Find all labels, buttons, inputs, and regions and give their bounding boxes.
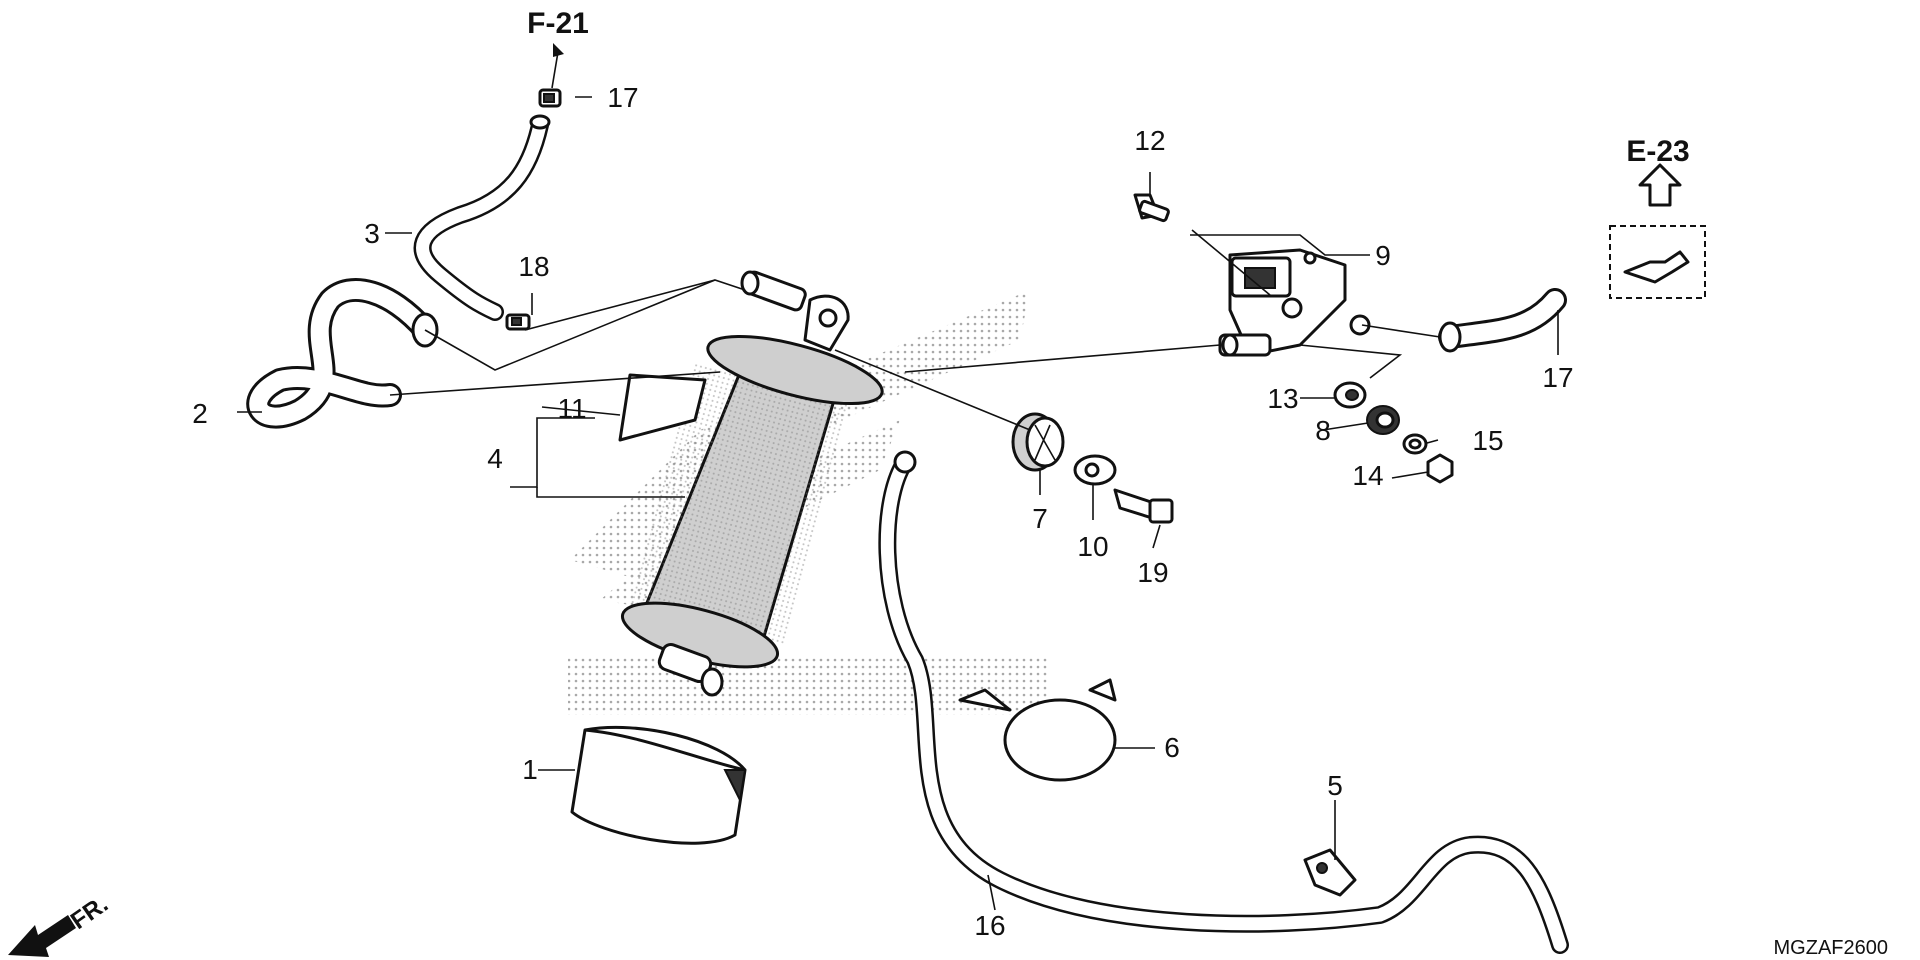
callout-9: 9 [1375,240,1391,271]
callout-labels: 2 3 17 18 4 11 1 5 6 7 10 19 9 12 13 8 1… [192,82,1573,941]
callout-16: 16 [974,910,1005,941]
part-2-hose [246,278,439,429]
part-10-collar [1073,454,1117,486]
callout-1: 1 [522,754,538,785]
callout-11: 11 [557,393,586,424]
part-16-hose [878,450,1569,954]
callout-19: 19 [1137,557,1168,588]
callout-6: 6 [1164,732,1180,763]
reference-f21: F-21 [527,7,589,40]
part-8-grommet [1366,405,1400,435]
front-arrow-icon [8,915,76,957]
part-17-hose [1438,288,1567,353]
callout-4: 4 [487,443,503,474]
callout-8: 8 [1315,415,1331,446]
part-6-clamp [958,678,1117,782]
callout-7: 7 [1032,503,1048,534]
callout-18-top: 17 [607,82,638,113]
leader-lines [237,96,1559,911]
arrow-f21 [551,43,564,89]
part-9-purge-valve [1218,248,1371,357]
callout-2: 2 [192,398,208,429]
callout-10: 10 [1077,531,1108,562]
part-5-clip [1303,848,1357,897]
callout-15: 15 [1472,425,1503,456]
diagram-code: MGZAF2600 [1774,937,1888,959]
callout-12: 12 [1134,125,1165,156]
part-3-hose [413,114,551,321]
part-7-grommet [1011,412,1065,472]
fitting-e23 [1609,163,1706,299]
callout-3: 3 [364,218,380,249]
part-12-bolt [1133,193,1170,223]
reference-e23: E-23 [1626,135,1689,168]
part-11-label [618,373,707,442]
callout-14: 14 [1352,460,1383,491]
part-1-band [570,725,747,845]
callout-13: 13 [1267,383,1298,414]
part-13-collar [1333,381,1367,409]
callout-5: 5 [1327,770,1343,801]
part-18-clip-mid [505,313,531,331]
part-4-canister [620,270,884,697]
part-14-nut [1426,453,1454,484]
part-19-bolt [1113,488,1174,524]
part-15-washer [1402,433,1428,455]
callout-18-mid: 18 [518,251,549,282]
part-18-clip-top [538,88,562,108]
callout-17: 17 [1542,362,1573,393]
